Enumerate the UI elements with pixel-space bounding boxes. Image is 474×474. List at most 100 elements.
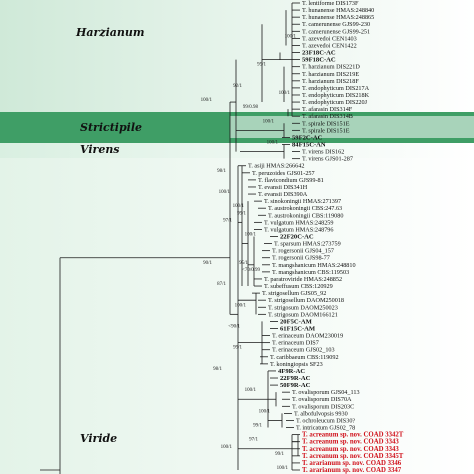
support-value: 97/1 — [223, 218, 232, 223]
taxon-label: T. endophyticum DIS218K — [302, 92, 370, 99]
taxon-label: T. erinaceum DAOM230019 — [272, 333, 343, 340]
taxon-label: T. erinaceum DIS7 — [272, 340, 319, 347]
taxon-label: T. asiji HMAS:266642 — [248, 163, 304, 170]
support-value: <70/0.99 — [242, 268, 260, 273]
clade-label-virens: Virens — [80, 143, 120, 156]
taxon-label: T. endophyticum DIS220J — [302, 99, 368, 106]
support-value: 100/1 — [219, 190, 231, 195]
taxon-label: T. vulgatum HMAS:248796 — [264, 226, 334, 233]
taxon-label: T. strigosum DAOM166121 — [268, 311, 338, 318]
support-value: 95/1 — [257, 63, 266, 68]
clade-label-harzianum: Harzianum — [75, 26, 145, 39]
taxon-label: T. ararianum sp. nov. COAD 3347 — [302, 467, 402, 474]
taxon-label: T. austrokoningii CBS:247.63 — [268, 205, 342, 212]
taxon-label: T. spirale DIS151E — [302, 120, 350, 127]
taxon-label: T. sparsum HMAS:273759 — [274, 241, 341, 248]
taxon-label: T. austrokoningii CBS:119080 — [268, 212, 343, 219]
support-value: 100/1 — [259, 409, 271, 414]
taxon-label: T. harzianum DIS219E — [302, 71, 359, 78]
taxon-label: 22F9R-AC — [280, 375, 311, 382]
taxon-label: T. sinokoningii HMAS:271397 — [264, 198, 341, 205]
taxon-label: T. afarasin DIS314F — [302, 106, 353, 113]
taxon-label: T. evansii DIS341H — [258, 184, 308, 191]
taxon-label: T. virens DIS162 — [302, 149, 344, 156]
taxon-label: T. harzianum DIS218F — [302, 78, 359, 85]
support-value: 99/0.98 — [243, 105, 259, 110]
taxon-label: T. subeffusum CBS:120929 — [264, 283, 333, 290]
support-value: 100/1 — [201, 98, 213, 103]
strictipile-highlight — [230, 116, 474, 138]
support-value: 95/1 — [239, 261, 248, 266]
taxon-label: T. virens GJS01-287 — [302, 156, 353, 163]
support-value: 98/1 — [213, 367, 222, 372]
taxon-label: T. hunanense HMAS:248840 — [302, 7, 374, 14]
support-value: 100/1 — [245, 388, 257, 393]
taxon-label: 4F9R-AC — [278, 368, 305, 375]
support-value: 87/1 — [217, 282, 226, 287]
support-value: 100/1 — [245, 233, 257, 238]
taxon-label: T. strigosellum GJS05_92 — [262, 290, 326, 297]
taxon-label: T. strigosum DAOM250023 — [268, 304, 338, 311]
taxon-label: T. azevedoi CEN1403 — [302, 35, 357, 42]
taxon-label: T. vulgatum HMAS:248259 — [264, 219, 334, 226]
taxon-label: T. albofulvopsis 9930 — [294, 410, 348, 417]
taxon-label: T. koningiopsis SF23 — [270, 361, 323, 368]
taxon-label: T. mangshanicum CBS:119503 — [272, 269, 349, 276]
support-value: 98/1 — [217, 169, 226, 174]
support-value: 100/1 — [267, 141, 279, 146]
support-value: 100/1 — [235, 303, 247, 308]
clade-label-viride: Viride — [80, 432, 117, 445]
support-value: 100/1 — [233, 204, 245, 209]
taxon-label: T. spirale DIS151E — [302, 127, 350, 134]
clade-label-strictipile: Strictipile — [80, 121, 142, 134]
support-value: 100/1 — [221, 445, 233, 450]
support-value: 100/1 — [263, 119, 275, 124]
clade-band-viride — [0, 158, 474, 474]
taxon-label: 20F5C-AM — [280, 318, 313, 325]
taxon-label: T. acreanum sp. nov. COAD 3343 — [302, 446, 399, 453]
taxon-label: T. rogersonii GJS98-77 — [272, 255, 330, 262]
taxon-label: T. rogersonii GJS04_157 — [272, 248, 334, 255]
taxon-label: 22F20C-AC — [280, 234, 314, 241]
taxon-label: T. camerunense GJS99-230 — [302, 21, 370, 28]
taxon-label: T. intricatum GJS02_78 — [296, 425, 355, 432]
taxon-label: T. acreanum sp. nov. COAD 3342T — [302, 432, 404, 439]
taxon-label: T. ararianum sp. nov. COAD 3346 — [302, 460, 402, 467]
taxon-label: T. afarasin DIS314B — [302, 113, 353, 120]
taxon-label: T. endophyticum DIS217A — [302, 85, 370, 92]
taxon-label: T. evansii DIS390A — [258, 191, 308, 198]
taxon-label: T. caribbaeum CBS:119092 — [270, 354, 339, 361]
support-value: 99/1 — [237, 211, 246, 216]
taxon-label: T. mangshanicum HMAS:248810 — [272, 262, 356, 269]
taxon-label: 23F18C-AC — [302, 50, 336, 57]
support-value: <90/1 — [228, 324, 240, 329]
support-value: 100/1 — [277, 466, 289, 471]
support-value: 99/1 — [233, 346, 242, 351]
taxon-label: 50F9R-AC — [280, 382, 311, 389]
taxon-label: T. hunanense HMAS:248865 — [302, 14, 374, 21]
support-value: 99/1 — [253, 424, 262, 429]
taxon-label: T. camerunense GJS99-251 — [302, 28, 370, 35]
support-value: 100/1 — [279, 91, 291, 96]
taxon-label: T. ochroleucum DIS30? — [296, 417, 355, 424]
support-value: 90/1 — [203, 261, 212, 266]
taxon-label: T. ovalisporum DIS70A — [292, 396, 352, 403]
taxon-label: T. peruzoides GJS01-257 — [252, 170, 315, 177]
taxon-label: T. ovalisporum GJS04_113 — [292, 389, 360, 396]
support-value: 99/1 — [275, 452, 284, 457]
taxon-label: T. flavicondium GJS99-81 — [258, 177, 324, 184]
taxon-label: 84F15C-AN — [292, 142, 326, 149]
clade-band-harzianum — [0, 0, 474, 112]
taxon-label: T. paratroviride HMAS:248852 — [264, 276, 342, 283]
taxon-label: T. strigosellum DAOM250018 — [268, 297, 344, 304]
support-value: 92/1 — [233, 84, 242, 89]
support-value: 100/1 — [285, 34, 297, 39]
taxon-label: T. acreanum sp. nov. COAD 3343 — [302, 439, 399, 446]
clade-band-virens — [0, 143, 474, 158]
support-value: 97/1 — [249, 438, 258, 443]
taxon-label: T. acreanum sp. nov. COAD 3345T — [302, 453, 404, 460]
taxon-label: 59F18C-AC — [302, 57, 336, 64]
taxon-label: T. ovalisporum DIS203C — [292, 403, 354, 410]
